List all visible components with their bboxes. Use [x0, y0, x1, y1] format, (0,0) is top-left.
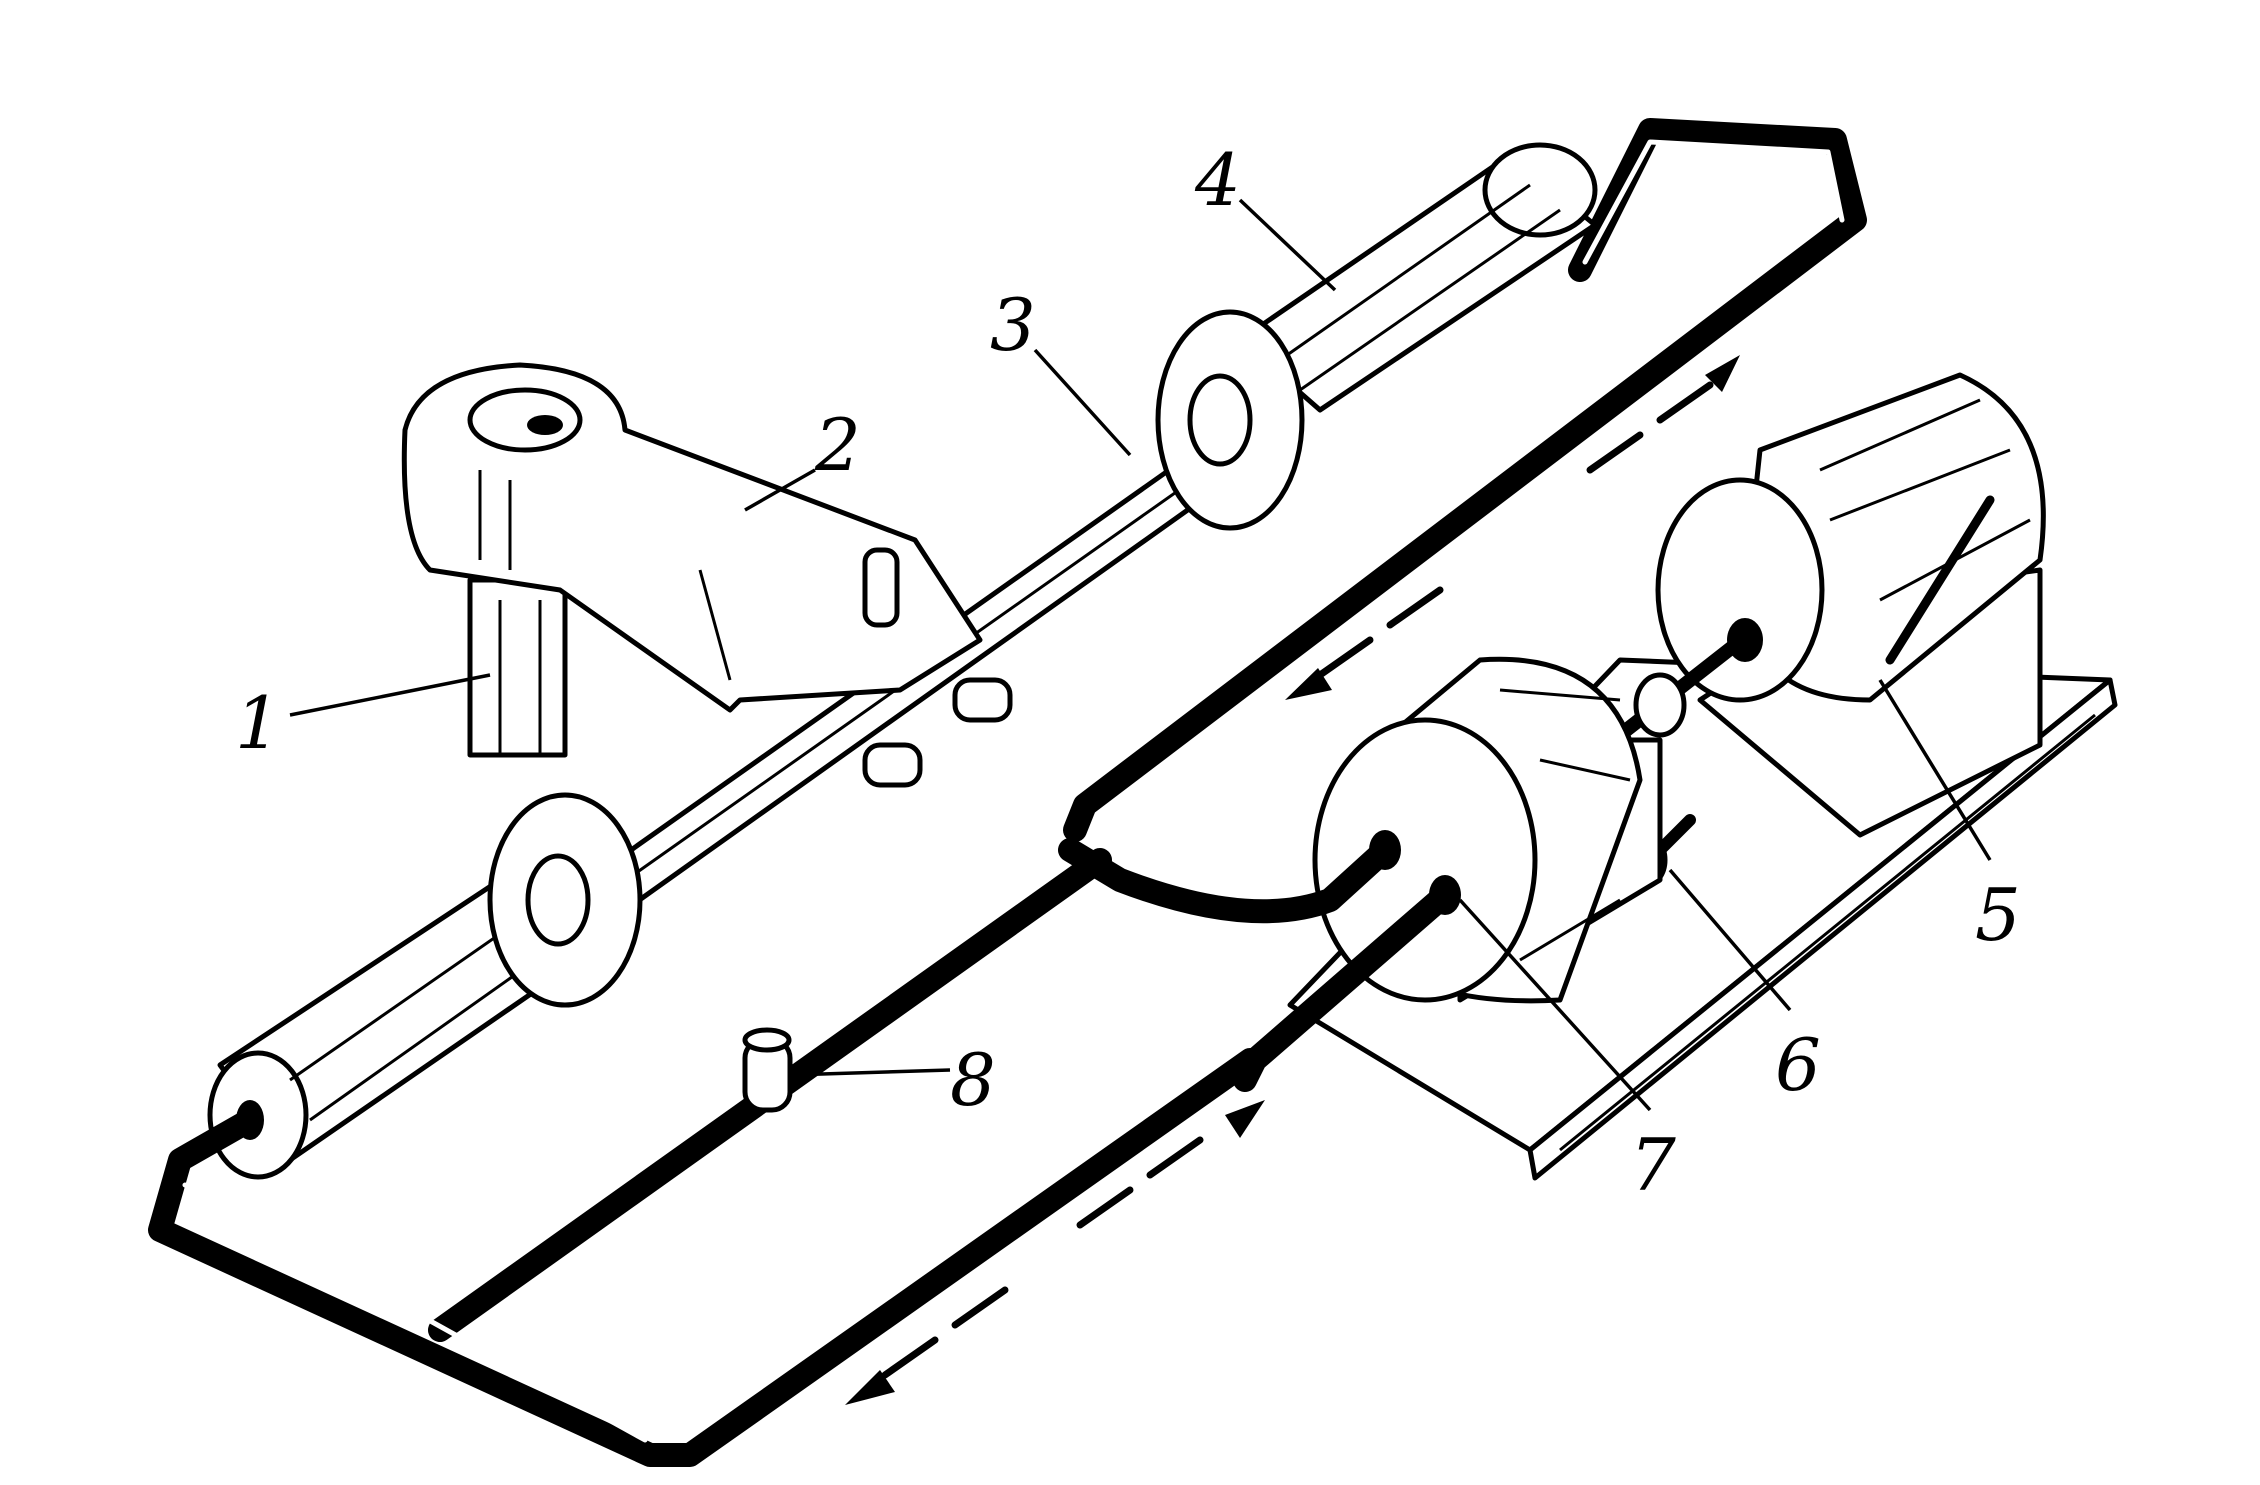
flow-arrow-upper-left [1285, 586, 1444, 700]
label-7: 7 [1630, 1123, 1676, 1207]
flow-arrow-upper-right [1586, 355, 1740, 474]
callout-labels: 1 2 3 4 5 6 7 8 [235, 138, 2021, 1207]
label-1: 1 [235, 681, 281, 765]
label-5: 5 [1975, 873, 2021, 957]
tiller [401, 362, 983, 713]
label-4: 4 [1194, 138, 1241, 222]
cylinder-upper [1155, 142, 1598, 531]
label-3: 3 [990, 283, 1036, 367]
tiller-pins [862, 547, 1013, 788]
cylinder-lower [207, 792, 643, 1180]
label-6: 6 [1775, 1023, 1821, 1107]
label-8: 8 [950, 1038, 996, 1122]
valve [742, 1027, 793, 1113]
flow-arrow-lower-left [845, 1286, 1009, 1405]
leader-lines [289, 198, 1992, 1112]
supply-pipeline [148, 848, 1262, 1467]
rudder-stock [467, 577, 568, 758]
pump [1312, 656, 1663, 1004]
label-2: 2 [814, 403, 861, 487]
electric-motor [1655, 372, 2046, 838]
flow-arrow-lower-right [1076, 1100, 1265, 1229]
return-pipeline [1063, 118, 1867, 842]
